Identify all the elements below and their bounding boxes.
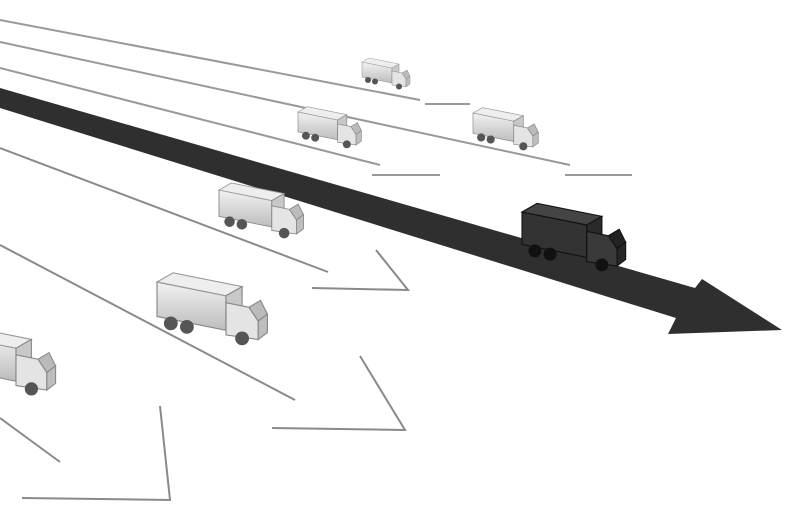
lane-lines: [0, 19, 632, 176]
lead-arrow: [0, 88, 782, 334]
truck: [0, 325, 57, 397]
truck: [156, 272, 268, 346]
truck: [472, 107, 539, 151]
light-arrow: [0, 244, 407, 432]
truck: [297, 106, 362, 149]
truck: [361, 57, 411, 90]
light-arrow: [0, 147, 411, 292]
light-arrow: [0, 405, 172, 502]
